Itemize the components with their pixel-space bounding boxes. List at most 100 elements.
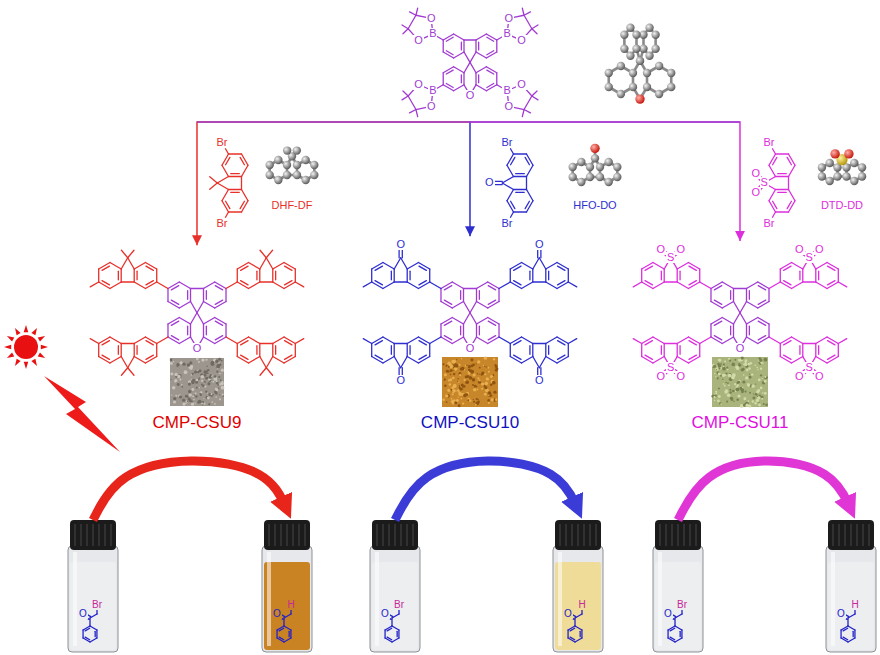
bond-line xyxy=(514,107,524,109)
powder-grain xyxy=(728,385,730,387)
bond-line xyxy=(476,67,486,73)
polymer-structure: OOOOOCMP-CSU10 xyxy=(358,236,581,434)
model-atom xyxy=(651,45,659,53)
vial-glare xyxy=(375,552,379,646)
reaction-arrow xyxy=(395,461,578,520)
bond-line xyxy=(446,84,453,88)
bond-line xyxy=(747,302,758,309)
bond-line xyxy=(98,269,99,282)
powder-grain xyxy=(444,373,447,376)
atom-label: O xyxy=(413,35,424,46)
bond-line xyxy=(730,291,731,300)
bond-line xyxy=(225,212,228,217)
bond-line xyxy=(204,302,215,309)
bond-line xyxy=(488,302,499,309)
bond-line xyxy=(187,326,188,335)
vial-glass xyxy=(653,546,703,652)
bond-line xyxy=(408,15,416,29)
bond-line xyxy=(838,339,846,344)
bond-line xyxy=(769,154,776,165)
bond-line xyxy=(229,153,242,154)
powder-grain xyxy=(458,404,461,407)
bond-line xyxy=(171,321,178,325)
bond-line xyxy=(677,357,688,364)
bond-line xyxy=(410,12,416,15)
powder-grain xyxy=(731,376,735,380)
bond-line xyxy=(488,286,495,290)
powder-grain xyxy=(724,385,726,387)
bond-line xyxy=(828,281,835,285)
powder-grain xyxy=(187,363,191,367)
bond-line xyxy=(289,631,290,636)
powder-grain xyxy=(196,379,198,381)
atom-label: O xyxy=(78,609,88,619)
powder-grain xyxy=(715,376,716,377)
bond-line xyxy=(383,357,394,364)
powder-grain xyxy=(445,394,448,397)
powder-grain xyxy=(723,364,725,366)
model-atom xyxy=(629,83,637,91)
model-atom xyxy=(604,178,612,186)
powder-grain xyxy=(171,394,172,395)
bond-line xyxy=(700,282,711,289)
bond-line xyxy=(222,165,229,176)
powder-grain xyxy=(722,367,726,371)
cap-ridge xyxy=(850,524,852,546)
powder-grain xyxy=(487,399,490,402)
bond-line xyxy=(524,96,532,110)
vial-sample: OBr xyxy=(68,520,118,652)
powder-grain xyxy=(200,391,202,393)
bond-line xyxy=(533,258,540,269)
bond-line xyxy=(477,282,488,289)
model-atom xyxy=(596,163,604,171)
bond-line xyxy=(231,173,240,174)
powder-grain xyxy=(494,364,496,366)
powder-grain xyxy=(714,395,717,398)
atom-label: O xyxy=(413,79,424,90)
atom-label: Br xyxy=(676,600,688,610)
powder-grain xyxy=(725,391,728,394)
bond-line xyxy=(391,271,392,280)
vial xyxy=(553,520,603,652)
powder-grain xyxy=(744,391,746,393)
bond-line xyxy=(522,282,533,289)
bond-line xyxy=(99,262,110,269)
bond-line xyxy=(85,637,90,640)
bond-line xyxy=(710,289,711,302)
powder-grain xyxy=(181,384,183,386)
atom-label: Br xyxy=(215,218,228,229)
powder-grain xyxy=(201,375,204,378)
cap-ridge xyxy=(98,524,100,546)
bond-line xyxy=(580,631,581,636)
powder-grain xyxy=(728,374,732,378)
bond-line xyxy=(416,107,426,109)
bond-line xyxy=(780,269,781,282)
bond-line xyxy=(454,85,464,91)
cap-ridge xyxy=(298,524,300,546)
powder-grain xyxy=(219,373,220,374)
bond-line xyxy=(677,344,678,357)
bond-line xyxy=(363,339,371,344)
powder-grain xyxy=(453,384,457,388)
bond-line xyxy=(749,326,750,335)
atom-label: O xyxy=(465,90,476,101)
powder-grain xyxy=(732,390,735,393)
bond-line xyxy=(279,637,284,640)
powder-grain xyxy=(443,378,445,380)
bond-line xyxy=(402,250,403,258)
bond-line xyxy=(758,286,765,290)
model-atom xyxy=(830,149,839,158)
bond-line xyxy=(784,266,791,270)
bond-line xyxy=(242,190,249,201)
bond-line xyxy=(259,344,260,357)
bond-line xyxy=(102,281,109,285)
bond-line xyxy=(499,337,510,344)
bond-line xyxy=(527,154,534,165)
bond-line xyxy=(633,339,641,344)
model-atom xyxy=(632,45,640,53)
bond-line xyxy=(285,355,292,359)
sun-disc xyxy=(14,335,38,359)
powder-grain xyxy=(466,375,469,378)
bond-line xyxy=(510,269,511,282)
